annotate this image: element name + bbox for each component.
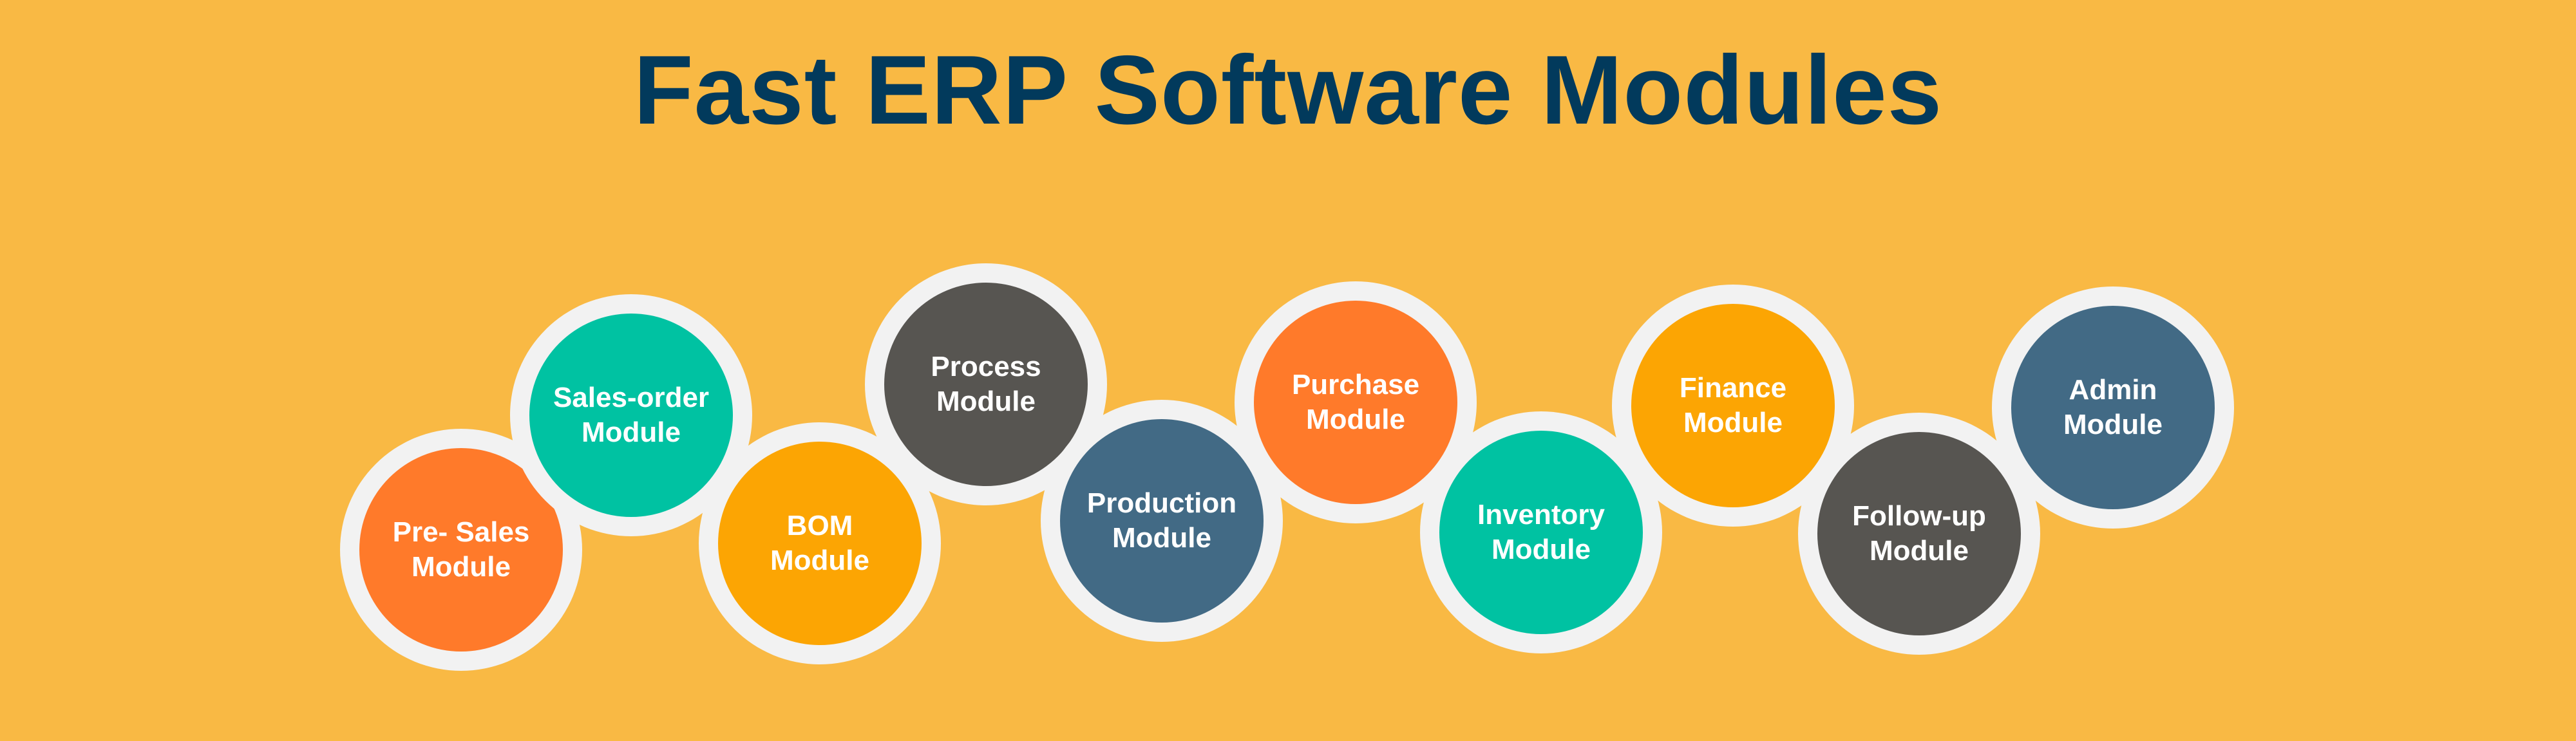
module-label: Inventory [1477,499,1605,530]
page-title: Fast ERP Software Modules [633,35,1943,145]
module-label: Pre- Sales [392,516,530,548]
module-label: Module [1492,534,1591,565]
module-label: Finance [1679,372,1787,404]
module-label: BOM [786,510,853,541]
module-label: Module [582,417,681,448]
module-label: Module [2063,409,2163,440]
module-label: Module [412,551,511,583]
module-label: Process [931,351,1041,382]
module-label: Purchase [1291,369,1420,400]
module-circle-fill: BOM Module [718,442,922,645]
module-label: Module [1306,404,1405,435]
module-label: Module [936,386,1036,417]
module-label: Follow-up [1852,500,1986,532]
module-label: Module [1683,407,1783,438]
module-label: Production [1086,487,1237,519]
module-label: Module [1870,535,1969,567]
module-label: Admin [2069,374,2157,406]
module-label: Module [770,545,869,576]
module-label: Module [1112,522,1211,554]
module-label: Sales-order [553,382,710,413]
